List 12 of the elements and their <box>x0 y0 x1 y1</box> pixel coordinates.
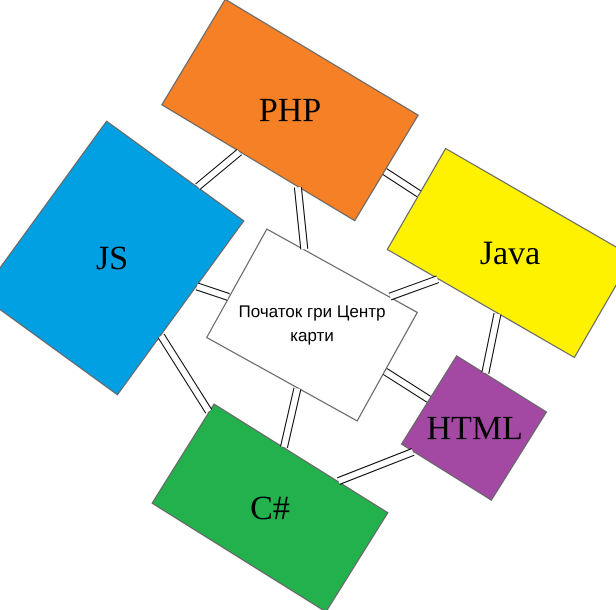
road-connector <box>196 282 230 301</box>
road-connector <box>294 186 308 250</box>
language-box: Java <box>386 148 616 358</box>
road-connector <box>382 168 421 198</box>
road-connector <box>195 149 242 190</box>
language-box: HTML <box>400 354 548 501</box>
road-connector <box>158 334 212 414</box>
road-connector <box>383 368 431 403</box>
road-connector <box>336 448 414 485</box>
road-connector <box>481 312 502 374</box>
road-connector <box>280 388 302 448</box>
road-connector <box>388 276 440 300</box>
